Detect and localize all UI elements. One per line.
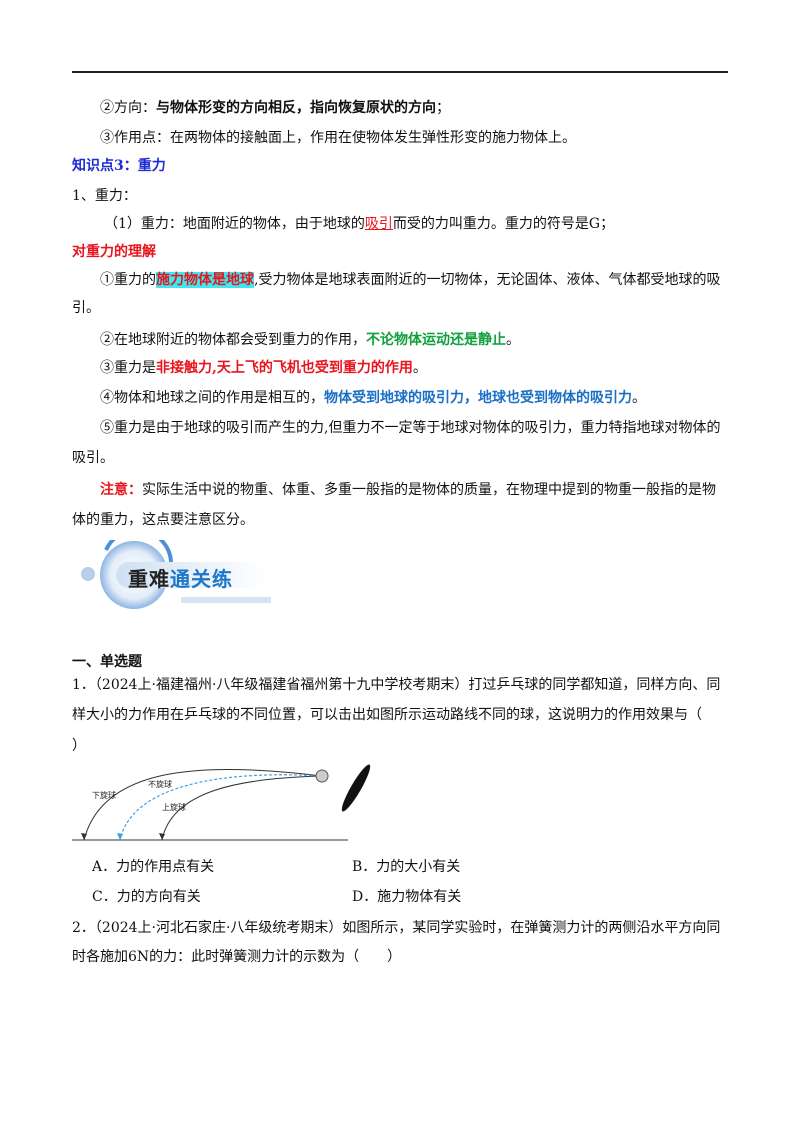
- q1-option-b[interactable]: B．力的大小有关: [352, 859, 461, 875]
- gravity-item: 1、重力：: [72, 188, 137, 204]
- u3-red: 非接触力,天上飞的飞机也受到重力的作用: [156, 360, 413, 376]
- q1-line3: ）: [72, 738, 86, 754]
- u1-text-b: ,受力物体是地球表面附近的一切物体，无论固体、液体、气体都受地球的吸: [254, 272, 721, 288]
- u3-end: 。: [412, 360, 427, 376]
- understand-1-cont: 引。: [72, 300, 100, 316]
- understand-2: ②在地球附近的物体都会受到重力的作用，不论物体运动还是静止。: [100, 330, 520, 350]
- arrow-down: [81, 833, 87, 840]
- u4-end: 。: [632, 390, 646, 406]
- action-point-line: ③作用点：在两物体的接触面上，作用在使物体发生弹性形变的施力物体上。: [100, 130, 576, 146]
- understanding-heading: 对重力的理解: [72, 244, 156, 260]
- note-cont: 体的重力，这点要注意区分。: [72, 512, 254, 528]
- understand-3: ③重力是非接触力,天上飞的飞机也受到重力的作用。: [100, 358, 427, 378]
- note-line: 注意：实际生活中说的物重、体重、多重一般指的是物体的质量，在物理中提到的物重一般…: [100, 480, 716, 500]
- header-rule: [72, 71, 728, 73]
- ball: [315, 769, 329, 783]
- down-spin-path: [83, 768, 323, 841]
- u4-text: ④物体和地球之间的作用是相互的，: [100, 390, 324, 406]
- u2-end: 。: [506, 332, 520, 348]
- q1-line2: 样大小的力作用在乒乓球的不同位置，可以击出如图所示运动路线不同的球，这说明力的作…: [72, 707, 702, 723]
- ping-pong-figure: 下旋球 不旋球 上旋球: [72, 764, 371, 841]
- top-spin-path: [161, 775, 323, 841]
- arrow-none: [117, 833, 123, 840]
- banner-title: 重难通关练: [128, 563, 233, 592]
- note-text: 实际生活中说的物重、体重、多重一般指的是物体的质量，在物理中提到的物重一般指的是…: [142, 482, 716, 498]
- label-top-spin: 上旋球: [162, 802, 186, 812]
- def-text-b: 而受的力叫重力。重力的符号是G；: [392, 216, 615, 232]
- understand-1: ①重力的施力物体是地球,受力物体是地球表面附近的一切物体，无论固体、液体、气体都…: [100, 270, 720, 290]
- u1-highlight: 施力物体是地球: [156, 272, 254, 288]
- q1-line1: 1．（2024上·福建福州·八年级福建省福州第十九中学校考期末）打过乒乓球的同学…: [72, 677, 721, 693]
- q2-line1: 2．（2024上·河北石家庄·八年级统考期末）如图所示，某同学实验时，在弹簧测力…: [72, 920, 721, 936]
- label-no-spin: 不旋球: [148, 779, 172, 789]
- banner-text-b: 通关练: [170, 567, 233, 591]
- knowledge-heading: 知识点3：重力: [72, 158, 166, 174]
- section-banner: [81, 540, 271, 609]
- direction-text: 与物体形变的方向相反，指向恢复原状的方向: [156, 100, 436, 116]
- label-down-spin: 下旋球: [92, 790, 116, 800]
- q1-option-a[interactable]: A．力的作用点有关: [92, 859, 215, 875]
- arrow-up: [159, 833, 165, 840]
- section-title: 一、单选题: [72, 654, 142, 670]
- direction-end: ；: [436, 100, 450, 116]
- note-label: 注意：: [100, 482, 142, 498]
- u1-text-a: ①重力的: [100, 272, 156, 288]
- u2-text: ②在地球附近的物体都会受到重力的作用，: [100, 332, 366, 348]
- q1-option-c[interactable]: C．力的方向有关: [92, 889, 201, 905]
- no-spin-path: [119, 774, 323, 841]
- direction-line: ②方向：与物体形变的方向相反，指向恢复原状的方向；: [100, 98, 450, 118]
- u4-blue: 物体受到地球的吸引力，地球也受到物体的吸引力: [324, 390, 632, 406]
- understand-4: ④物体和地球之间的作用是相互的，物体受到地球的吸引力，地球也受到物体的吸引力。: [100, 388, 646, 408]
- direction-label: ②方向：: [100, 100, 156, 116]
- q1-option-d[interactable]: D．施力物体有关: [352, 889, 462, 905]
- gravity-definition: （1）重力：地面附近的物体，由于地球的吸引而受的力叫重力。重力的符号是G；: [104, 214, 614, 234]
- understand-5-cont: 吸引。: [72, 450, 114, 466]
- u2-green: 不论物体运动还是静止: [366, 332, 506, 348]
- q2-line2: 时各施加6N的力：此时弹簧测力计的示数为（ ）: [72, 949, 402, 965]
- paddle: [341, 764, 371, 812]
- def-text-a: （1）重力：地面附近的物体，由于地球的: [104, 216, 365, 232]
- u3-text: ③重力是: [100, 360, 156, 376]
- understand-5: ⑤重力是由于地球的吸引而产生的力,但重力不一定等于地球对物体的吸引力，重力特指地…: [100, 420, 721, 436]
- banner-text-a: 重难: [128, 567, 170, 591]
- def-underlined: 吸引: [364, 216, 393, 232]
